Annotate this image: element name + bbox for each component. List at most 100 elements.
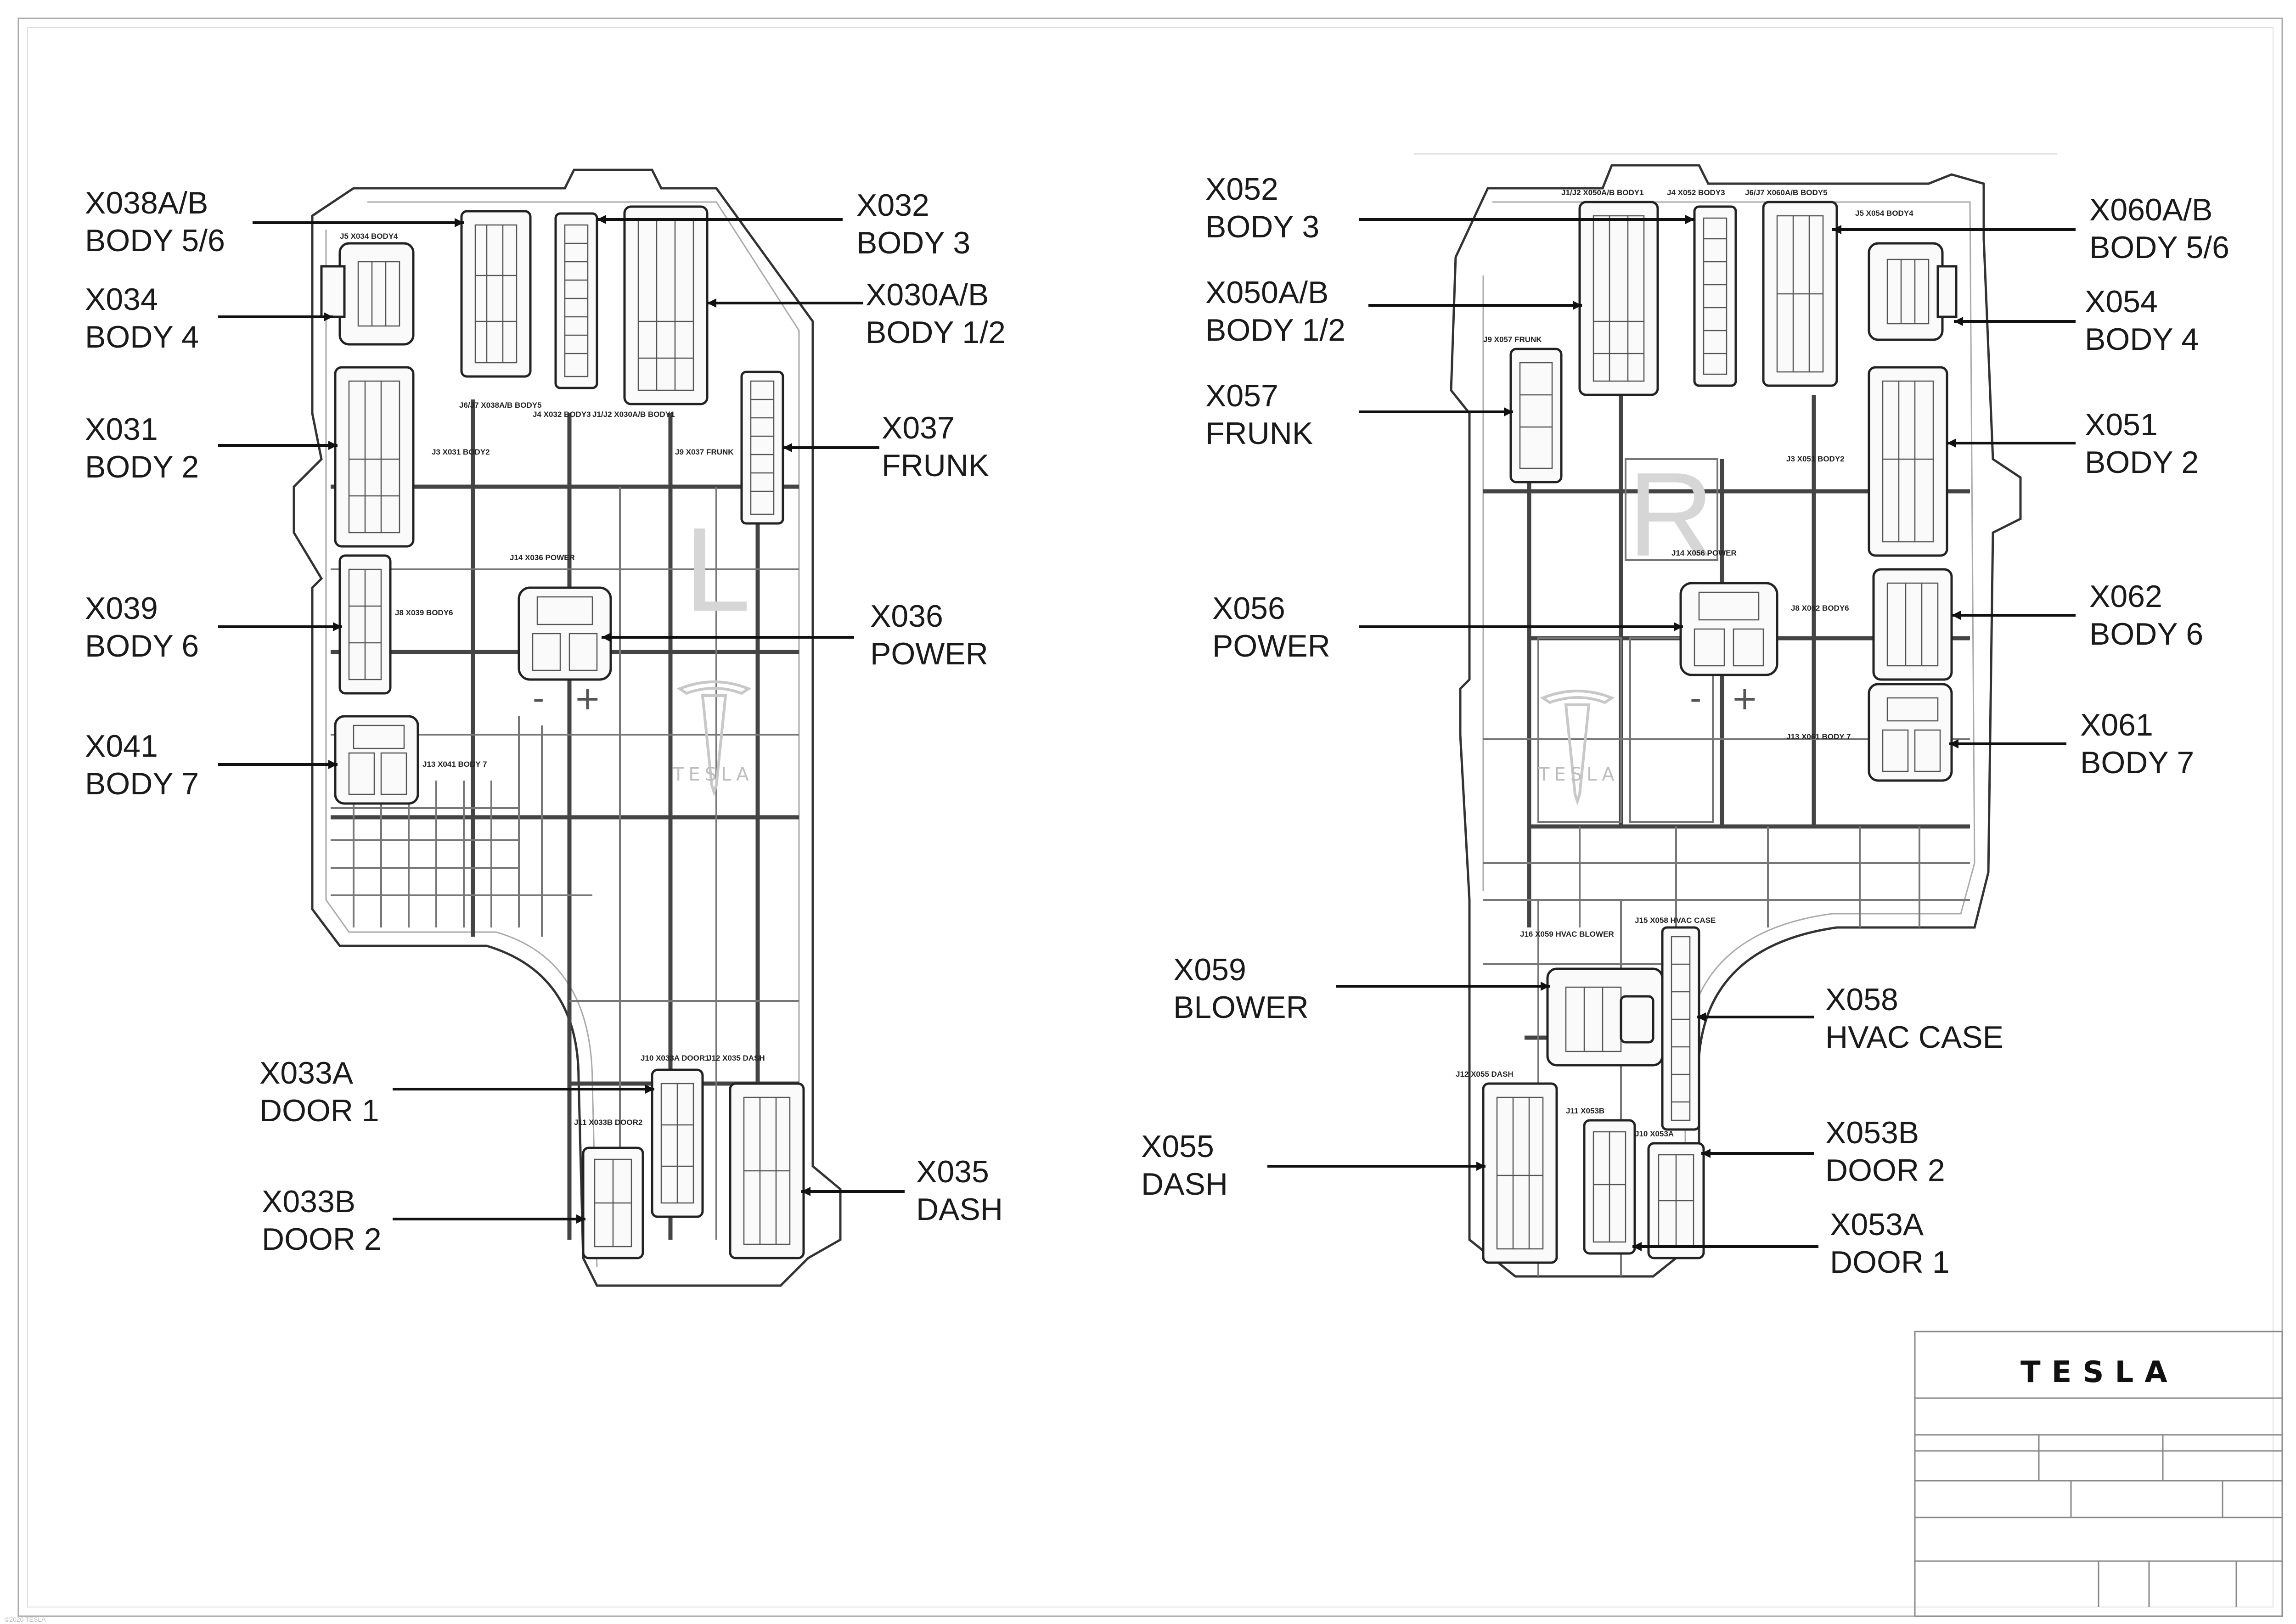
conn-x030ab — [623, 205, 709, 405]
tag-j5-right: J5 X054 BODY4 — [1855, 209, 1913, 218]
tag-j3-left: J3 X031 BODY2 — [432, 448, 490, 456]
left-brand-text: TESLA — [672, 764, 754, 785]
right-plus: + — [1731, 680, 1758, 717]
tag-j8-right: J8 X062 BODY6 — [1791, 604, 1849, 613]
footer-note: ©2020 TESLA — [5, 1616, 46, 1623]
tag-j12-right: J12 X055 DASH — [1456, 1070, 1514, 1079]
tag-j16-right: J16 X059 HVAC BLOWER — [1520, 930, 1614, 938]
conn-x037 — [740, 371, 784, 525]
right-brand-text: TESLA — [1538, 764, 1619, 785]
title-block-brand: TESLA — [2020, 1355, 2178, 1389]
tag-j6-right: J6/J7 X060A/B BODY5 — [1745, 188, 1828, 197]
right-minus: - — [1690, 680, 1701, 717]
right-leader-arrowheads — [1476, 215, 1963, 1251]
tag-j6-left: J6/J7 X038A/B BODY5 — [459, 401, 542, 410]
conn-x036 — [518, 586, 612, 681]
sheet-border — [17, 17, 2283, 1617]
tag-j10-right: J10 X053A — [1635, 1129, 1674, 1138]
conn-x038ab — [460, 210, 532, 378]
tag-j4-left: J4 X032 BODY3 — [533, 410, 591, 419]
conn-x034 — [320, 242, 415, 346]
left-side-mark: L — [684, 503, 751, 636]
tag-j4-right: J4 X052 BODY3 — [1667, 188, 1725, 197]
tesla-logo-icon — [1540, 690, 1615, 806]
conn-x050ab — [1578, 201, 1659, 396]
conn-x060ab — [1762, 201, 1838, 387]
conn-x053a — [1583, 1119, 1636, 1255]
conn-x039 — [338, 554, 392, 695]
tag-j11-left: J11 X033B DOOR2 — [574, 1118, 642, 1127]
conn-x032 — [554, 212, 598, 389]
conn-x061 — [1868, 683, 1953, 782]
sheet-border-inner — [27, 27, 2273, 1607]
tesla-logo-icon — [676, 680, 752, 797]
left-body-controller: L TESLA - + — [293, 169, 842, 1287]
tag-j15-right: J15 X058 HVAC CASE — [1635, 916, 1716, 925]
conn-x033a — [651, 1068, 704, 1218]
tag-j13-left: J13 X041 BODY 7 — [422, 760, 487, 769]
conn-x058 — [1661, 926, 1700, 1131]
tag-j12-left: J1/J2 X030A/B BODY1 — [592, 410, 675, 419]
conn-x052 — [1693, 205, 1737, 387]
conn-x033b — [582, 1146, 644, 1259]
tag-j13-right: J13 X061 BODY 7 — [1786, 732, 1851, 741]
conn-x054 — [1868, 242, 1958, 341]
conn-x059 — [1546, 967, 1664, 1067]
tag-j1-right: J1/J2 X050A/B BODY1 — [1561, 188, 1644, 197]
left-minus: - — [533, 680, 544, 717]
right-side-mark: R — [1628, 448, 1714, 581]
tag-j12b-left: J12 X035 DASH — [707, 1054, 765, 1062]
tag-j9-right: J9 X057 FRUNK — [1483, 335, 1542, 344]
right-body-controller: R TESLA - + — [1414, 153, 2057, 1278]
right-leader-lines — [1267, 218, 2076, 1248]
conn-x031 — [334, 366, 415, 548]
tag-j14-left: J14 X036 POWER — [510, 553, 575, 562]
conn-x051 — [1868, 366, 1948, 557]
conn-x041 — [334, 715, 419, 805]
tag-j10-left: J10 X033A DOOR1 — [641, 1054, 709, 1062]
conn-x062 — [1872, 568, 1953, 681]
tag-j3-right: J3 X051 BODY2 — [1786, 455, 1845, 463]
left-plus: + — [574, 680, 601, 717]
conn-x057 — [1509, 348, 1563, 483]
left-leader-lines — [218, 218, 905, 1220]
conn-x035 — [729, 1082, 805, 1259]
title-block: TESLA — [1914, 1331, 2283, 1617]
conn-x053b — [1647, 1142, 1705, 1259]
tag-j11-right: J11 X053B — [1566, 1107, 1604, 1115]
conn-x056 — [1679, 582, 1778, 676]
tag-j14-right: J14 X056 POWER — [1671, 549, 1737, 557]
left-leader-arrowheads — [324, 215, 810, 1224]
tag-j9-left: J9 X037 FRUNK — [675, 448, 734, 456]
tag-j5-left: J5 X034 BODY4 — [340, 232, 398, 241]
